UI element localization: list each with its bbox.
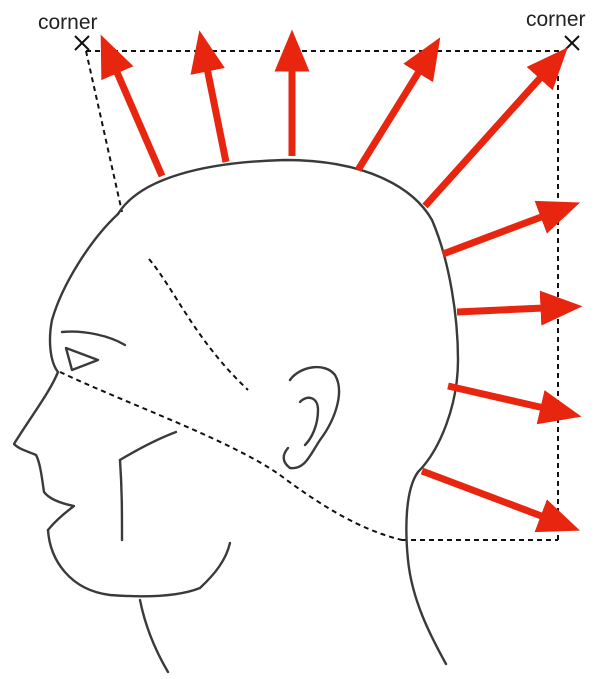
arrow-icon: [207, 68, 226, 162]
arrow-icon: [422, 471, 544, 517]
ear-outline: [284, 367, 339, 468]
left-corner-x-icon: [75, 36, 89, 50]
arrow-icon: [116, 70, 162, 176]
dashed-jaw-line: [60, 372, 402, 540]
left-corner-label: corner: [38, 11, 98, 34]
arrow-icon: [448, 386, 544, 408]
head-outline: [14, 160, 458, 672]
arrow-icon: [443, 216, 544, 254]
arrow-icon: [457, 308, 544, 312]
right-corner-x-icon: [565, 36, 579, 50]
right-corner-label: corner: [526, 8, 586, 31]
arrow-group: [116, 68, 544, 517]
arrow-icon: [425, 76, 542, 206]
dashed-forehead-line: [149, 259, 248, 390]
arrow-icon: [358, 70, 420, 170]
